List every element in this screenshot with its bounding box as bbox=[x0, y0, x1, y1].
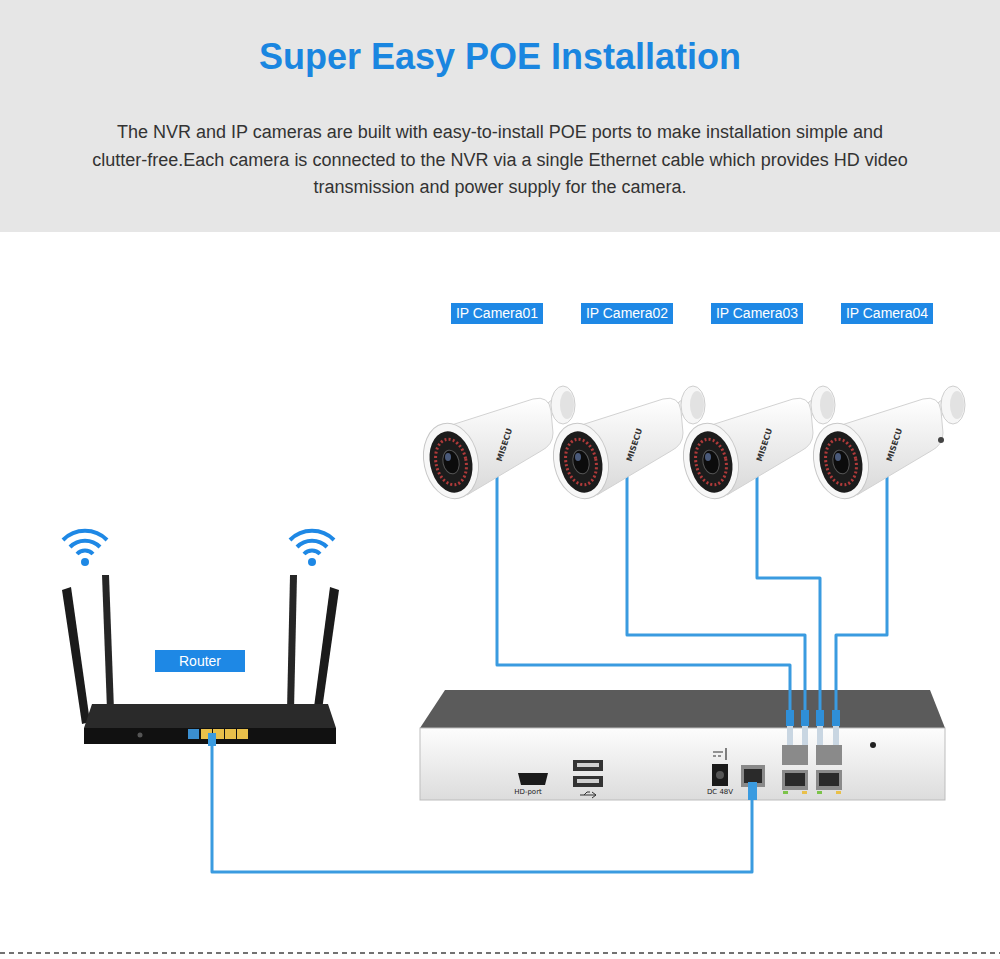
hdmi-port bbox=[518, 773, 548, 785]
camera-label: IP Camera01 bbox=[451, 303, 543, 324]
poe-plug bbox=[816, 710, 824, 726]
router-lan-port bbox=[225, 729, 236, 739]
lan-plug bbox=[748, 782, 757, 800]
usb-tongue bbox=[577, 779, 599, 783]
camera-node: IP Camera02 bbox=[545, 385, 710, 500]
camera-node: IP Camera04 bbox=[805, 385, 970, 500]
port-led bbox=[836, 791, 841, 794]
poe-port-inner bbox=[785, 773, 805, 786]
router-antenna bbox=[62, 587, 90, 724]
poe-port bbox=[782, 745, 808, 765]
router-top bbox=[84, 704, 336, 728]
wifi-symbol bbox=[63, 531, 107, 566]
usb-tongue bbox=[577, 763, 599, 767]
router-antenna bbox=[312, 587, 339, 724]
poe-cable-end bbox=[804, 690, 807, 712]
usb-icon bbox=[580, 792, 596, 798]
poe-plug-head bbox=[833, 726, 839, 745]
router-antenna bbox=[102, 575, 114, 710]
poe-cable-end bbox=[835, 690, 838, 712]
poe-cable-end bbox=[789, 690, 792, 712]
page-title: Super Easy POE Installation bbox=[0, 35, 1000, 79]
camera-node: IP Camera03 bbox=[675, 385, 840, 500]
port-label: DC 48V bbox=[695, 788, 745, 797]
poe-cable-end bbox=[819, 690, 822, 712]
nvr-dot bbox=[870, 742, 876, 748]
poe-port-inner bbox=[819, 773, 839, 786]
poe-port bbox=[782, 770, 808, 790]
camera-label: IP Camera02 bbox=[581, 303, 673, 324]
camera-illustration bbox=[807, 386, 965, 504]
power-icon bbox=[713, 748, 726, 760]
poe-plug-head bbox=[817, 726, 823, 745]
router-antenna bbox=[287, 575, 297, 710]
camera-label: IP Camera03 bbox=[711, 303, 803, 324]
poe-port bbox=[816, 745, 842, 765]
poe-plug-head bbox=[802, 726, 808, 745]
ethernet-cable bbox=[212, 745, 752, 872]
divider-dashed bbox=[0, 952, 1000, 954]
dc-jack-hole bbox=[716, 771, 724, 779]
camera-illustration bbox=[417, 386, 575, 504]
header-band bbox=[0, 0, 1000, 232]
poe-plug bbox=[832, 710, 840, 726]
poe-port bbox=[816, 770, 842, 790]
dc-jack bbox=[712, 764, 728, 786]
router-node: Router bbox=[55, 520, 345, 745]
port-led bbox=[817, 791, 822, 794]
usb-port bbox=[573, 760, 603, 771]
ethernet-cable bbox=[757, 500, 820, 690]
camera-label: IP Camera04 bbox=[841, 303, 933, 324]
poe-plug-head bbox=[787, 726, 793, 745]
nvr-top bbox=[420, 690, 945, 728]
poe-plug bbox=[786, 710, 794, 726]
camera-dot bbox=[938, 437, 944, 443]
wifi-symbol bbox=[290, 531, 334, 566]
port-led bbox=[783, 791, 788, 794]
camera-node: IP Camera01 bbox=[415, 385, 580, 500]
port-label: HD-port bbox=[503, 788, 553, 797]
camera-illustration bbox=[677, 386, 835, 504]
router-plug bbox=[208, 733, 216, 746]
lan-port-inner bbox=[744, 769, 762, 783]
ethernet-cable bbox=[627, 500, 805, 690]
poe-plug bbox=[801, 710, 809, 726]
usb-port bbox=[573, 776, 603, 787]
ethernet-cable bbox=[497, 500, 790, 690]
port-led bbox=[802, 791, 807, 794]
router-wan-port bbox=[188, 729, 199, 739]
nvr-front bbox=[420, 728, 945, 800]
camera-illustration bbox=[547, 386, 705, 504]
description-text: The NVR and IP cameras are built with ea… bbox=[90, 119, 910, 202]
router-label: Router bbox=[155, 650, 245, 672]
router-lan-port bbox=[237, 729, 248, 739]
router-button bbox=[138, 733, 143, 738]
ethernet-cable bbox=[836, 500, 887, 690]
nvr-node: HD-port DC 48V bbox=[420, 690, 945, 800]
